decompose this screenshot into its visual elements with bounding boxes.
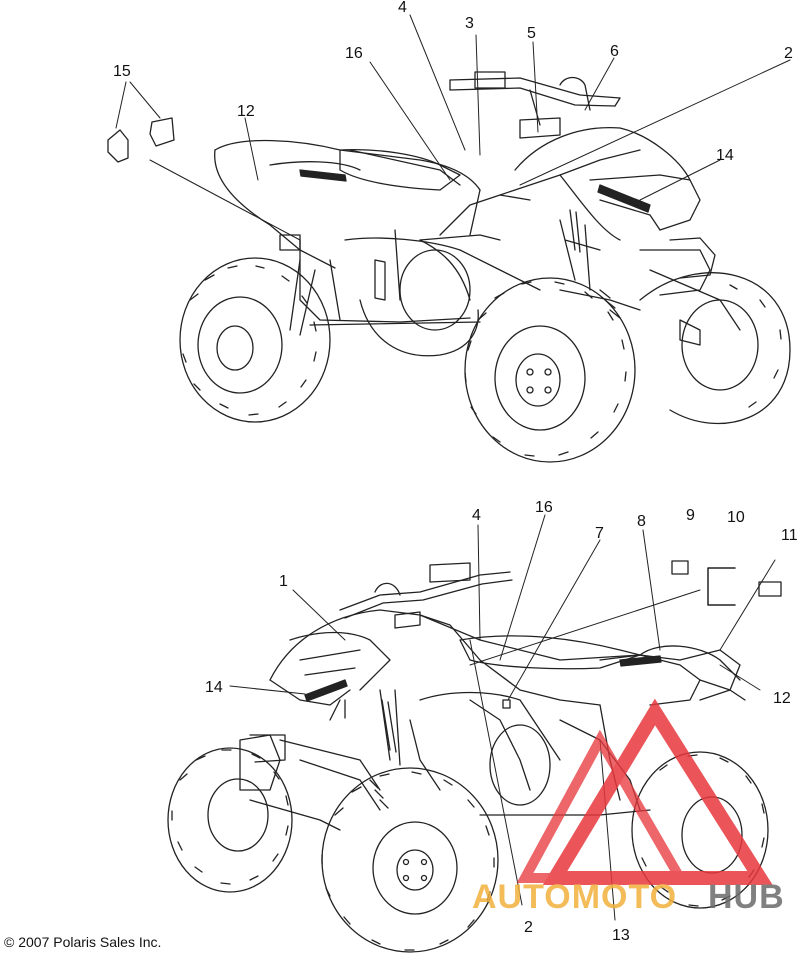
automotohub-watermark: AUTOMOTO HUB: [472, 698, 785, 916]
bottom-body: [239, 609, 746, 831]
callout-top-12: 12: [237, 103, 255, 120]
top-callouts: 15 12 16 4 3 5 6 2 14: [113, 0, 793, 164]
callout-top-14: 14: [716, 147, 734, 164]
callout-top-6: 6: [610, 43, 619, 60]
bottom-left-wheel: [167, 747, 293, 893]
top-seat: [339, 149, 461, 191]
callout-bottom-13: 13: [612, 927, 630, 944]
callout-bottom-14: 14: [205, 679, 223, 696]
callout-top-3: 3: [465, 15, 474, 32]
bottom-rear-fender: [679, 649, 741, 701]
callout-bottom-4: 4: [472, 507, 481, 524]
top-right-wheel: [639, 272, 791, 424]
callout-bottom-8: 8: [637, 513, 646, 530]
callout-bottom-11: 11: [781, 527, 798, 544]
bottom-polaris-decal-front: [304, 679, 348, 702]
bottom-leader-lines: [229, 514, 776, 921]
bottom-seat: [459, 635, 641, 670]
callout-bottom-16: 16: [535, 499, 553, 516]
callout-top-15: 15: [113, 63, 131, 80]
top-rear-wheel: [179, 257, 331, 423]
watermark-text-automoto: AUTOMOTO: [472, 878, 677, 916]
callout-top-16: 16: [345, 45, 363, 62]
top-leader-lines: [115, 14, 791, 241]
top-body: [214, 126, 741, 357]
callout-top-5: 5: [527, 25, 536, 42]
callout-bottom-9: 9: [686, 507, 695, 524]
callout-bottom-10: 10: [727, 509, 745, 526]
callout-bottom-7: 7: [595, 525, 604, 542]
bottom-rear-wheel: [631, 751, 769, 909]
callout-top-2: 2: [784, 45, 793, 62]
top-front-wheel: [464, 277, 636, 463]
top-polaris-decal-left: [299, 169, 347, 182]
top-front-bumper: [669, 237, 716, 279]
bottom-polaris-decal-side: [619, 655, 662, 667]
decal-9-piece: [671, 560, 689, 575]
copyright-notice: © 2007 Polaris Sales Inc.: [4, 934, 162, 950]
atv-bottom-illustration: [167, 514, 782, 953]
bottom-front-bumper: [249, 734, 286, 763]
decal-10-piece: [707, 567, 736, 606]
top-handlebars: [449, 71, 621, 139]
decal-11-piece: [758, 581, 782, 597]
atv-top-illustration: [107, 14, 791, 463]
decal-7-piece: [502, 699, 511, 709]
bottom-front-wheel: [321, 767, 499, 953]
bottom-handlebars: [339, 562, 513, 629]
callout-bottom-2: 2: [524, 919, 533, 936]
callout-top-4: 4: [398, 0, 407, 16]
callout-bottom-12: 12: [773, 690, 791, 707]
callout-bottom-1: 1: [279, 573, 288, 590]
decal-15-pieces: [107, 117, 175, 163]
watermark-triangle-logo: [516, 698, 773, 885]
top-polaris-decal-right: [597, 184, 651, 213]
bottom-callouts: 1 14 4 16 7 8 9 10 11 12 2 13: [205, 499, 798, 944]
watermark-text-hub: HUB: [708, 878, 785, 916]
